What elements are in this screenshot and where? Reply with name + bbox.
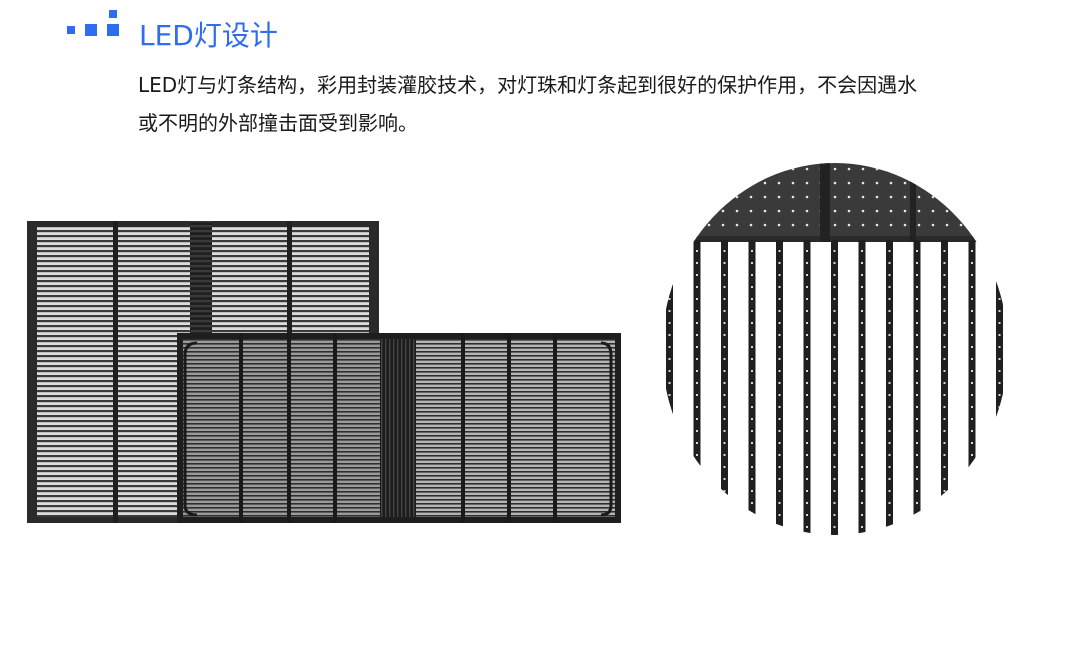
pixel-squares-icon [67,10,127,50]
description-line-2: 或不明的外部撞击面受到影响。 [138,111,418,135]
led-strip-closeup-image [660,162,1010,537]
led-mesh-panels-image [25,215,640,530]
description: LED灯与灯条结构，彩用封装灌胶技术，对灯珠和灯条起到很好的保护作用，不会因遇水… [138,66,1038,142]
section-title: LED灯设计 [139,19,278,52]
description-line-1: LED灯与灯条结构，彩用封装灌胶技术，对灯珠和灯条起到很好的保护作用，不会因遇水 [138,73,918,97]
front-panel [177,333,621,523]
